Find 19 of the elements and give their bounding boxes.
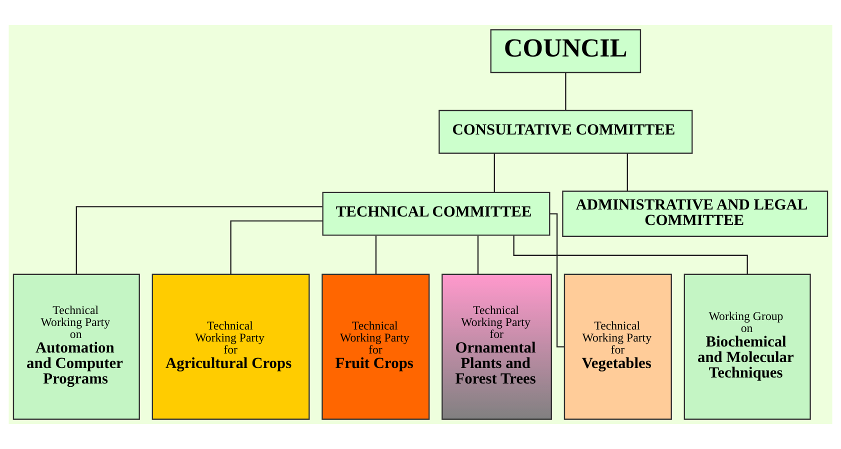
connector: [513, 236, 748, 274]
node-box: Technical Working Party for Agricultural Crops: [152, 274, 310, 420]
node-box: TECHNICAL COMMITTEE: [322, 192, 550, 236]
connector: [494, 153, 496, 192]
connector: [565, 72, 566, 110]
node-box: Technical Working Party for Fruit Crops: [322, 274, 430, 420]
node-box: Technical Working Party on Automation and Computer Programs: [12, 274, 140, 420]
node-box: Working Group on Biochemical and Molecular Techniques: [684, 274, 811, 420]
connector: [230, 220, 323, 274]
connector: [626, 153, 628, 191]
node-box: ADMINISTRATIVE AND LEGAL COMMITTEE: [562, 190, 828, 237]
connector: [550, 213, 564, 348]
node-box: Technical Working Party for Vegetables: [564, 274, 672, 420]
node-box: CONSULTATIVE COMMITTEE: [438, 110, 693, 154]
connector: [477, 236, 479, 274]
connector: [375, 236, 377, 274]
node-box: Technical Working Party for Ornamental Plants and Forest Trees: [442, 274, 552, 420]
connector: [76, 206, 322, 274]
node-box: COUNCIL: [490, 29, 642, 74]
